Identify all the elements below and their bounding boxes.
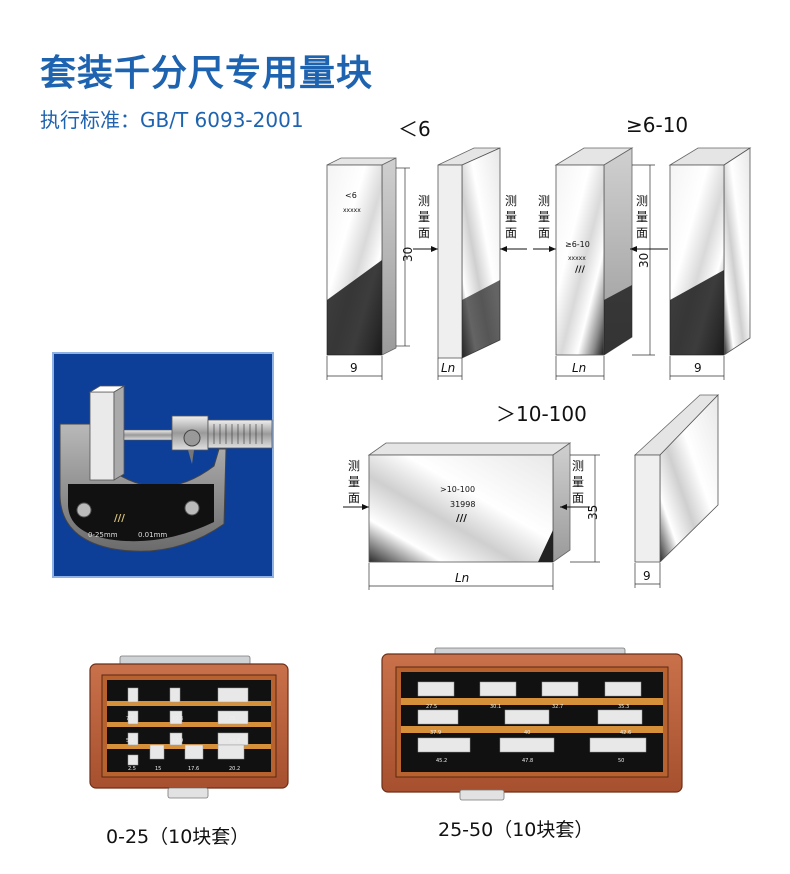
category-ge6-10-label: ≥6-10 bbox=[626, 113, 689, 137]
gauge-box-large: 27.5 30.1 32.7 35.3 37.9 40 42.6 45.2 47… bbox=[381, 647, 683, 801]
svg-text:测: 测 bbox=[348, 459, 360, 473]
standard-label: 执行标准：GB/T 6093-2001 bbox=[40, 108, 304, 132]
small-r3-v3: 22.8 bbox=[229, 738, 240, 744]
large-r2-v3: 42.6 bbox=[620, 730, 631, 736]
block-gt10-front: >10-100 31998 /// 35 Ln bbox=[367, 442, 600, 590]
svg-text:面: 面 bbox=[572, 491, 584, 505]
svg-text:面: 面 bbox=[418, 226, 430, 240]
block-lt6-side: Ln bbox=[437, 147, 501, 380]
dim-30-a: 30 bbox=[401, 247, 415, 262]
svg-text:测: 测 bbox=[636, 194, 648, 208]
block-lt6-front: <6 xxxxx 30 9 bbox=[326, 157, 415, 380]
svg-text:量: 量 bbox=[572, 475, 584, 489]
small-r4-v3: 17.6 bbox=[188, 766, 199, 772]
svg-text:量: 量 bbox=[505, 210, 517, 224]
measure-face-label-2: 测 量 面 bbox=[500, 194, 527, 252]
block-serial-num: 31998 bbox=[450, 500, 475, 509]
block-ge6-side: 9 bbox=[668, 147, 752, 380]
measure-face-label-3: 测 量 面 bbox=[533, 194, 556, 252]
block-mark-ge6: ≥6-10 bbox=[565, 240, 590, 249]
small-r4-v1: 2.5 bbox=[128, 766, 136, 772]
block-mark-gt10: >10-100 bbox=[440, 485, 475, 494]
svg-text:测: 测 bbox=[505, 194, 517, 208]
dim-9-a: 9 bbox=[350, 361, 358, 375]
block-mark-lt6: <6 bbox=[345, 191, 357, 200]
measure-face-label-6: 测 量 面 bbox=[560, 459, 590, 510]
dim-ln-c: Ln bbox=[455, 571, 469, 585]
svg-text:///: /// bbox=[456, 513, 467, 524]
measure-face-label-1: 测 量 面 bbox=[413, 194, 438, 252]
gauge-box-small: 7.7 10.3 25 5.1 12.9 22.8 2.5 15 17.6 20… bbox=[89, 655, 289, 799]
dim-9-c: 9 bbox=[643, 569, 651, 583]
large-r1-v1: 27.5 bbox=[426, 704, 437, 710]
small-r4-v4: 20.2 bbox=[229, 766, 240, 772]
svg-text:量: 量 bbox=[636, 210, 648, 224]
svg-text:面: 面 bbox=[348, 491, 360, 505]
large-r2-v2: 40 bbox=[524, 730, 530, 736]
small-r4-v2: 15 bbox=[155, 766, 161, 772]
svg-text:量: 量 bbox=[418, 210, 430, 224]
svg-text:量: 量 bbox=[348, 475, 360, 489]
svg-text:///: /// bbox=[575, 265, 586, 275]
measure-face-label-5: 测 量 面 bbox=[343, 459, 369, 510]
page-title: 套装千分尺专用量块 bbox=[40, 53, 374, 94]
large-r1-v4: 35.3 bbox=[618, 704, 629, 710]
svg-text:量: 量 bbox=[538, 210, 550, 224]
dim-ln-a: Ln bbox=[441, 361, 455, 375]
micrometer-illustration: /// 0-25mm 0.01mm bbox=[59, 385, 273, 552]
large-r1-v3: 32.7 bbox=[552, 704, 563, 710]
svg-text:///: /// bbox=[114, 513, 125, 524]
large-r3-v3: 50 bbox=[618, 758, 624, 764]
svg-text:测: 测 bbox=[572, 459, 584, 473]
block-ge6-front: ≥6-10 xxxxx /// 30 Ln bbox=[554, 147, 655, 380]
block-serial-x: xxxxx bbox=[343, 207, 361, 214]
micrometer-resolution: 0.01mm bbox=[138, 531, 167, 539]
micrometer-photo: /// 0-25mm 0.01mm bbox=[52, 352, 274, 578]
svg-text:面: 面 bbox=[505, 226, 517, 240]
dim-30-b: 30 bbox=[637, 253, 651, 268]
category-gt10-100-label: ＞10-100 bbox=[496, 402, 587, 426]
dim-35: 35 bbox=[586, 505, 600, 520]
micrometer-range: 0-25mm bbox=[88, 531, 118, 539]
small-r2-v2: 10.3 bbox=[172, 716, 183, 722]
dim-9-b: 9 bbox=[694, 361, 702, 375]
small-r2-v1: 7.7 bbox=[126, 716, 134, 722]
small-r3-v2: 12.9 bbox=[172, 738, 183, 744]
large-r2-v1: 37.9 bbox=[430, 730, 441, 736]
large-r1-v2: 30.1 bbox=[490, 704, 501, 710]
block-serial-x-2: xxxxx bbox=[568, 255, 586, 262]
small-r3-v1: 5.1 bbox=[126, 738, 134, 744]
svg-text:测: 测 bbox=[418, 194, 430, 208]
caption-box-small: 0-25（10块套） bbox=[106, 826, 250, 848]
large-r3-v1: 45.2 bbox=[436, 758, 447, 764]
measure-face-label-4: 测 量 面 bbox=[630, 194, 668, 252]
dim-ln-b: Ln bbox=[572, 361, 586, 375]
svg-text:面: 面 bbox=[538, 226, 550, 240]
large-r3-v2: 47.8 bbox=[522, 758, 533, 764]
block-gt10-side: 9 bbox=[633, 394, 719, 588]
caption-box-large: 25-50（10块套） bbox=[438, 819, 594, 841]
small-r2-v3: 25 bbox=[229, 716, 235, 722]
category-lt6-label: ＜6 bbox=[398, 117, 431, 141]
svg-text:测: 测 bbox=[538, 194, 550, 208]
svg-text:面: 面 bbox=[636, 226, 648, 240]
